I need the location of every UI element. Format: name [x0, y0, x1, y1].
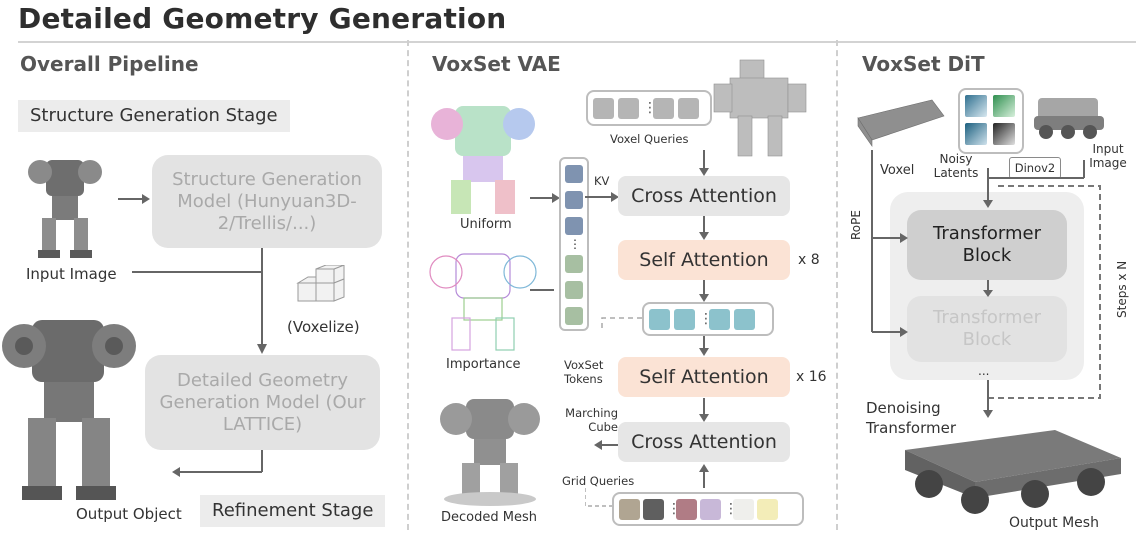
page-title: Detailed Geometry Generation — [18, 2, 507, 35]
grid-token — [643, 498, 664, 520]
voxset-vae-heading: VoxSet VAE — [432, 52, 561, 76]
overall-pipeline-heading: Overall Pipeline — [20, 52, 199, 76]
token-ellipsis: ⋮ — [569, 237, 581, 251]
voxelize-label: (Voxelize) — [287, 318, 360, 336]
repeat-8-label: x 8 — [798, 252, 820, 268]
vae-flow-arrows — [699, 150, 709, 488]
self-attention-decoder: Self Attention — [618, 357, 790, 397]
refinement-stage-label: Refinement Stage — [200, 495, 386, 527]
slate-token — [565, 191, 583, 209]
output-vehicle-image — [905, 430, 1121, 514]
steps-label: Steps x N — [1115, 260, 1129, 318]
grid-ellipsis: ⋮ — [667, 501, 681, 517]
title-divider — [18, 41, 1136, 43]
voxel-robot-image — [713, 59, 807, 157]
input-image-label-dit: Input Image — [1089, 142, 1127, 170]
grid-token — [733, 498, 754, 520]
uniform-label: Uniform — [460, 217, 512, 232]
slate-token — [565, 217, 583, 235]
voxset-tokens-label: VoxSet Tokens — [564, 358, 604, 386]
grid-token — [757, 498, 778, 520]
grid-queries-label: Grid Queries — [562, 474, 635, 488]
kv-arrow — [585, 192, 619, 202]
dinov2-encoder: Dinov2 — [1009, 157, 1061, 179]
blocks-ellipsis: ... — [978, 364, 990, 378]
grid-token — [619, 498, 640, 520]
latent-token — [734, 308, 755, 330]
point-token-bar: ⋮ — [559, 157, 589, 331]
pipeline-connectors — [132, 248, 267, 354]
latent-tile — [993, 95, 1015, 117]
self-attention-encoder: Self Attention — [618, 240, 790, 280]
latent-token — [709, 308, 730, 330]
token-dashed-link — [601, 317, 642, 332]
detailed-geometry-model-box: Detailed Geometry Generation Model (Our … — [145, 355, 380, 450]
input-image-label: Input Image — [26, 265, 117, 283]
structure-generation-model-box: Structure Generation Model (Hunyuan3D-2/… — [152, 155, 382, 248]
cross-attention-decoder: Cross Attention — [618, 422, 790, 462]
arrow-to-output — [172, 450, 263, 477]
dit-connectors — [871, 150, 1101, 418]
grid-queries-bar: ⋮ ⋮ — [612, 492, 804, 526]
output-object-label: Output Object — [76, 505, 182, 523]
latent-ellipsis: ⋮ — [699, 311, 713, 327]
query-token — [678, 97, 699, 119]
section-divider-1 — [407, 40, 409, 530]
voxset-dit-heading: VoxSet DiT — [862, 52, 985, 76]
noisy-latents-grid — [958, 88, 1024, 154]
latent-token — [674, 308, 695, 330]
slate-token — [565, 165, 583, 183]
grid-token — [676, 498, 697, 520]
query-token — [618, 97, 639, 119]
output-robot-image — [2, 320, 136, 500]
input-vehicle-image — [1034, 98, 1104, 139]
structure-stage-label: Structure Generation Stage — [18, 100, 290, 132]
grid-token — [700, 498, 721, 520]
importance-points-image — [429, 253, 537, 351]
query-token — [653, 97, 674, 119]
kv-label: KV — [594, 174, 610, 188]
denoising-transformer-label: Denoising Transformer — [866, 399, 957, 437]
repeat-16-label: x 16 — [796, 369, 827, 385]
grid-dashed-link — [585, 488, 615, 507]
query-ellipsis: ⋮ — [643, 100, 657, 116]
latent-tile — [965, 123, 987, 145]
arrow-image-to-structure — [118, 194, 150, 204]
rope-label: RoPE — [849, 210, 863, 240]
voxel-queries-label: Voxel Queries — [610, 132, 689, 146]
importance-label: Importance — [446, 357, 521, 372]
transformer-block-1: Transformer Block — [907, 210, 1067, 280]
input-arrows — [530, 193, 560, 291]
decoded-mesh-label: Decoded Mesh — [441, 510, 537, 525]
voxel-cubes-icon — [296, 265, 345, 302]
cross-attention-encoder: Cross Attention — [618, 176, 790, 216]
decoded-mesh-image — [440, 399, 540, 506]
output-mesh-label: Output Mesh — [1009, 515, 1099, 531]
sage-token — [565, 307, 583, 325]
latent-tile — [993, 123, 1015, 145]
decode-arrow — [594, 440, 620, 450]
grid-ellipsis: ⋮ — [724, 501, 738, 517]
uniform-points-image — [431, 106, 535, 214]
sage-token — [565, 255, 583, 273]
voxset-tokens-bar: ⋮ — [642, 302, 774, 336]
query-token — [593, 97, 614, 119]
input-robot-image — [28, 160, 102, 258]
latent-token — [649, 308, 670, 330]
voxel-label: Voxel — [880, 163, 915, 178]
latent-tile — [965, 95, 987, 117]
noisy-latents-label: Noisy Latents — [933, 152, 979, 180]
sage-token — [565, 281, 583, 299]
voxel-queries-bar: ⋮ — [586, 90, 712, 126]
marching-cube-label: Marching Cube — [565, 406, 618, 434]
section-divider-2 — [836, 40, 838, 530]
transformer-block-2: Transformer Block — [907, 296, 1067, 362]
voxel-vehicle-image — [857, 99, 945, 147]
